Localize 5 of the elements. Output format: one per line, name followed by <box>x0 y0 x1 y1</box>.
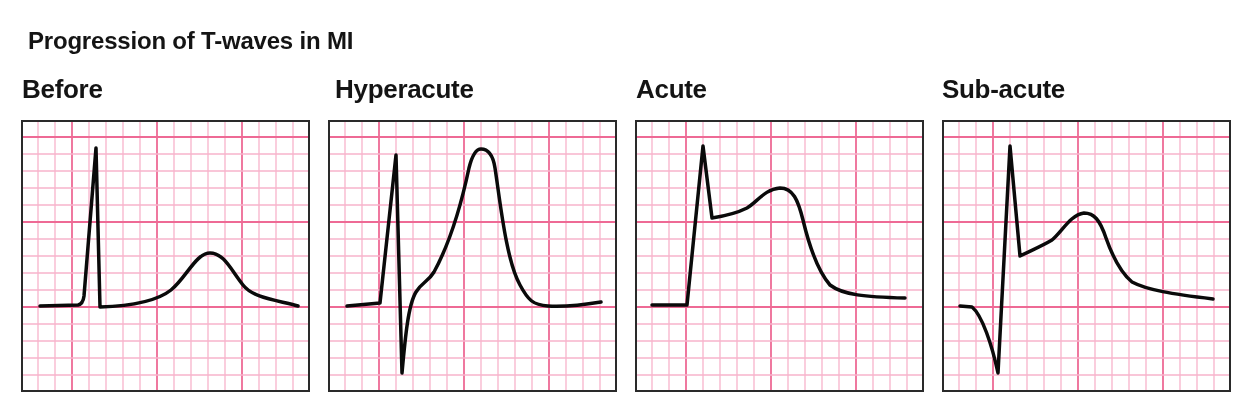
panel-heading: Acute <box>636 74 707 105</box>
panel-heading: Sub-acute <box>942 74 1065 105</box>
panel-heading: Hyperacute <box>335 74 474 105</box>
diagram-title: Progression of T-waves in MI <box>28 27 354 55</box>
panel-heading: Before <box>22 74 103 105</box>
